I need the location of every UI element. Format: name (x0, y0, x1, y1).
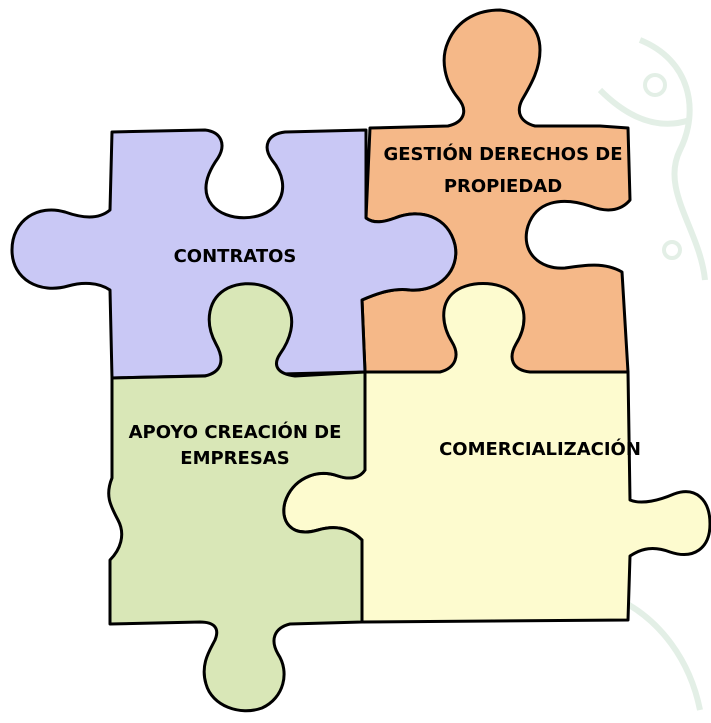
label-contratos: CONTRATOS (174, 246, 297, 267)
label-gestion-line-2: PROPIEDAD (444, 176, 562, 197)
label-comercializacion: COMERCIALIZACIÓN (439, 438, 641, 460)
label-apoyo-line-2: EMPRESAS (180, 448, 289, 469)
piece-contratos (10, 128, 458, 380)
piece-apoyo-creacion (107, 282, 367, 713)
background-decoration (597, 37, 708, 711)
label-gestion-line-1: GESTIÓN DERECHOS DE (383, 143, 622, 165)
label-apoyo-line-1: APOYO CREACIÓN DE (129, 421, 342, 443)
